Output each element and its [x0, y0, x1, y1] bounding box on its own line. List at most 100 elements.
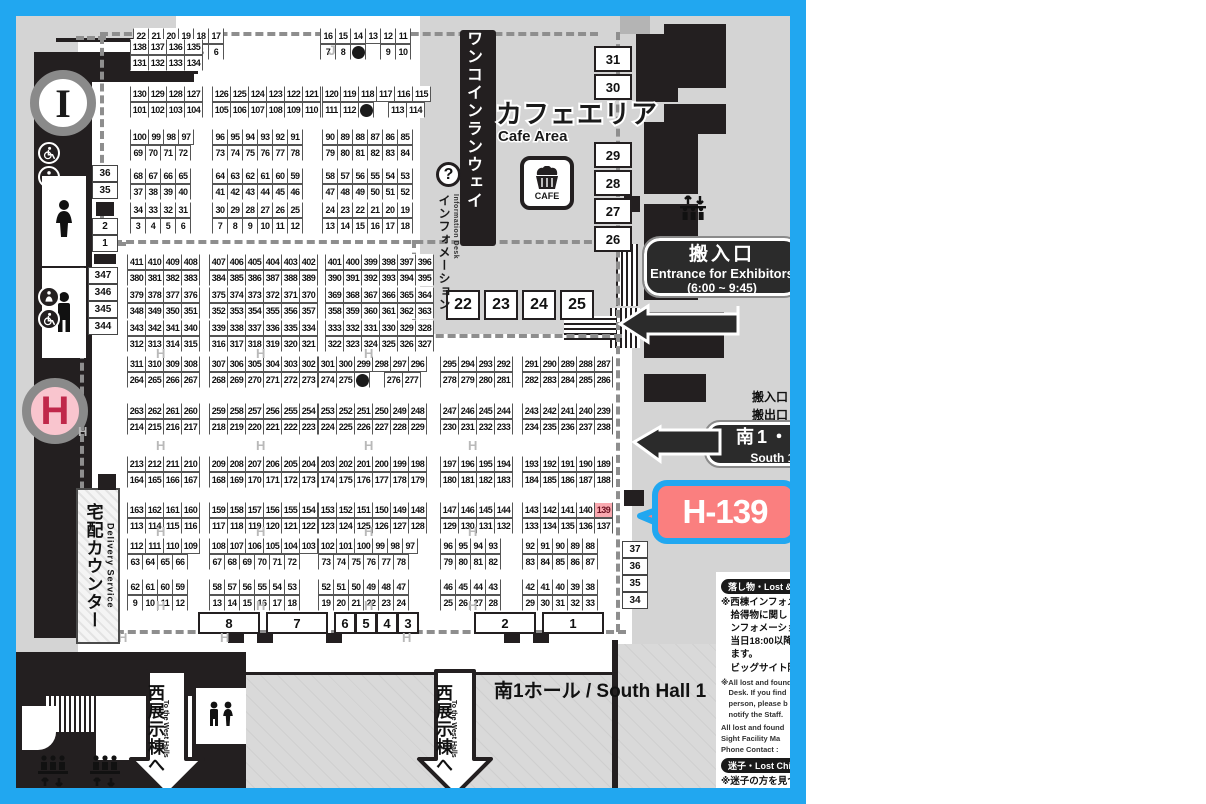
booth-cell-369[interactable]: 369 [325, 287, 344, 303]
booth-cell-195[interactable]: 195 [476, 456, 495, 472]
booth-cell-172[interactable]: 172 [281, 472, 300, 488]
booth-cell-7[interactable]: 7 [212, 218, 228, 234]
booth-cell-360[interactable]: 360 [361, 303, 380, 319]
booth-cell-296[interactable]: 296 [408, 356, 427, 372]
booth-cell-133[interactable]: 133 [522, 518, 541, 534]
booth-cell-187[interactable]: 187 [576, 472, 595, 488]
booth-cell-218[interactable]: 218 [209, 419, 228, 435]
booth-cell-403[interactable]: 403 [281, 254, 300, 270]
booth-cell-33[interactable]: 33 [582, 595, 598, 611]
booth-cell-67[interactable]: 67 [145, 168, 161, 184]
booth-cell-108[interactable]: 108 [209, 538, 228, 554]
booth-cell-94[interactable]: 94 [242, 129, 258, 145]
booth-cell-24[interactable]: 24 [393, 595, 409, 611]
booth-cell-92[interactable]: 92 [272, 129, 288, 145]
booth-cell-192[interactable]: 192 [540, 456, 559, 472]
booth-cell-156[interactable]: 156 [263, 502, 282, 518]
booth-cell-233[interactable]: 233 [494, 419, 513, 435]
booth-cell-109[interactable]: 109 [181, 538, 200, 554]
booth-cell-110[interactable]: 110 [163, 538, 182, 554]
booth-cell-332[interactable]: 332 [343, 320, 362, 336]
booth-cell-57[interactable]: 57 [224, 579, 240, 595]
booth-cell-285[interactable]: 285 [576, 372, 595, 388]
booth-cell-119[interactable]: 119 [245, 518, 264, 534]
booth-cell-211[interactable]: 211 [163, 456, 182, 472]
booth-cell-237[interactable]: 237 [576, 419, 595, 435]
booth-cell-301[interactable]: 301 [318, 356, 337, 372]
booth-cell-191[interactable]: 191 [558, 456, 577, 472]
booth-cell-356[interactable]: 356 [281, 303, 300, 319]
booth-cell-178[interactable]: 178 [390, 472, 409, 488]
booth-cell-53[interactable]: 53 [284, 579, 300, 595]
booth-cell-56[interactable]: 56 [239, 579, 255, 595]
booth-cell-292[interactable]: 292 [494, 356, 513, 372]
booth-cell-115[interactable]: 115 [163, 518, 182, 534]
booth-cell-38[interactable]: 38 [145, 184, 161, 200]
booth-cell-173[interactable]: 173 [299, 472, 318, 488]
booth-cell-116[interactable]: 116 [394, 86, 413, 102]
tiny-booth-347[interactable]: 347 [88, 267, 118, 284]
booth-cell-327[interactable]: 327 [415, 336, 434, 352]
booth-cell-404[interactable]: 404 [263, 254, 282, 270]
booth-cell-126[interactable]: 126 [212, 86, 231, 102]
booth-cell-45[interactable]: 45 [455, 579, 471, 595]
booth-cell-111[interactable]: 111 [145, 538, 164, 554]
booth-cell-224[interactable]: 224 [318, 419, 337, 435]
booth-cell-148[interactable]: 148 [408, 502, 427, 518]
booth-cell-409[interactable]: 409 [163, 254, 182, 270]
booth-cell-375[interactable]: 375 [209, 287, 228, 303]
booth-cell-96[interactable]: 96 [440, 538, 456, 554]
booth-cell-128[interactable]: 128 [166, 86, 185, 102]
booth-cell-229[interactable]: 229 [408, 419, 427, 435]
booth-cell-260[interactable]: 260 [181, 403, 200, 419]
booth-cell-246[interactable]: 246 [458, 403, 477, 419]
booth-cell-104[interactable]: 104 [281, 538, 300, 554]
booth-cell-11[interactable]: 11 [395, 28, 411, 44]
booth-cell-196[interactable]: 196 [458, 456, 477, 472]
booth-cell-104[interactable]: 104 [184, 102, 203, 118]
booth-cell-120[interactable]: 120 [322, 86, 341, 102]
booth-cell-76[interactable]: 76 [257, 145, 273, 161]
booth-cell-44[interactable]: 44 [257, 184, 273, 200]
booth-24[interactable]: 24 [522, 290, 556, 320]
booth-cell-315[interactable]: 315 [181, 336, 200, 352]
booth-cell-179[interactable]: 179 [408, 472, 427, 488]
booth-cell-333[interactable]: 333 [325, 320, 344, 336]
booth-cell-322[interactable]: 322 [325, 336, 344, 352]
booth-cell-275[interactable]: 275 [336, 372, 355, 388]
booth-cell-126[interactable]: 126 [372, 518, 391, 534]
booth-cell-350[interactable]: 350 [163, 303, 182, 319]
booth-b5[interactable]: 5 [355, 612, 377, 634]
booth-cell-216[interactable]: 216 [163, 419, 182, 435]
booth-cell-51[interactable]: 51 [333, 579, 349, 595]
booth-cell-311[interactable]: 311 [127, 356, 146, 372]
booth-cell-373[interactable]: 373 [245, 287, 264, 303]
booth-cell-70[interactable]: 70 [254, 554, 270, 570]
booth-cell-84[interactable]: 84 [397, 145, 413, 161]
booth-cell-174[interactable]: 174 [318, 472, 337, 488]
booth-cell-383[interactable]: 383 [181, 270, 200, 286]
booth-cell-261[interactable]: 261 [163, 403, 182, 419]
booth-b3[interactable]: 3 [397, 612, 419, 634]
booth-cell-230[interactable]: 230 [440, 419, 459, 435]
booth-cell-33[interactable]: 33 [145, 202, 161, 218]
booth-cell-389[interactable]: 389 [299, 270, 318, 286]
booth-cell-304[interactable]: 304 [263, 356, 282, 372]
booth-cell-131[interactable]: 131 [130, 55, 149, 71]
tiny-booth-344[interactable]: 344 [88, 318, 118, 335]
booth-cell-30[interactable]: 30 [537, 595, 553, 611]
booth-cell-391[interactable]: 391 [343, 270, 362, 286]
booth-cell-255[interactable]: 255 [281, 403, 300, 419]
booth-cell-63[interactable]: 63 [227, 168, 243, 184]
booth-cell-62[interactable]: 62 [242, 168, 258, 184]
booth-cell-387[interactable]: 387 [263, 270, 282, 286]
booth-cell-76[interactable]: 76 [363, 554, 379, 570]
booth-cell-300[interactable]: 300 [336, 356, 355, 372]
booth-cell-129[interactable]: 129 [148, 86, 167, 102]
booth-cell-341[interactable]: 341 [163, 320, 182, 336]
booth-cell-155[interactable]: 155 [281, 502, 300, 518]
booth-cell-268[interactable]: 268 [209, 372, 228, 388]
booth-cell-27[interactable]: 27 [257, 202, 273, 218]
booth-cell-53[interactable]: 53 [397, 168, 413, 184]
booth-cell-73[interactable]: 73 [212, 145, 228, 161]
